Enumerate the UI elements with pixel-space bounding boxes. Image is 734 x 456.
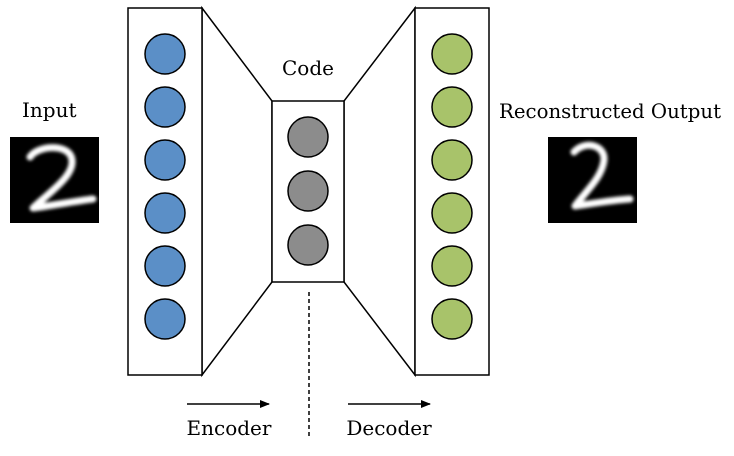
code-label: Code	[282, 56, 334, 80]
decoder-label: Decoder	[346, 416, 432, 440]
encoder-funnel	[201, 5, 273, 378]
encoder-node	[144, 139, 186, 181]
code-nodes	[287, 116, 329, 266]
input-digit-image	[10, 137, 99, 223]
code-node	[287, 170, 329, 212]
decoder-node	[431, 139, 473, 181]
encoder-nodes	[144, 33, 186, 340]
input-label: Input	[22, 98, 77, 122]
decoder-nodes	[431, 33, 473, 340]
encoder-node	[144, 245, 186, 287]
decoder-node	[431, 192, 473, 234]
output-digit-image	[548, 137, 637, 223]
encoder-node	[144, 298, 186, 340]
encoder-node	[144, 33, 186, 75]
decoder-node	[431, 298, 473, 340]
encoder-node	[144, 192, 186, 234]
decoder-node	[431, 245, 473, 287]
encoder-node	[144, 86, 186, 128]
decoder-node	[431, 33, 473, 75]
code-node	[287, 116, 329, 158]
encoder-label: Encoder	[187, 416, 272, 440]
output-label: Reconstructed Output	[499, 99, 721, 123]
decoder-funnel	[343, 5, 416, 378]
code-node	[287, 224, 329, 266]
decoder-node	[431, 86, 473, 128]
